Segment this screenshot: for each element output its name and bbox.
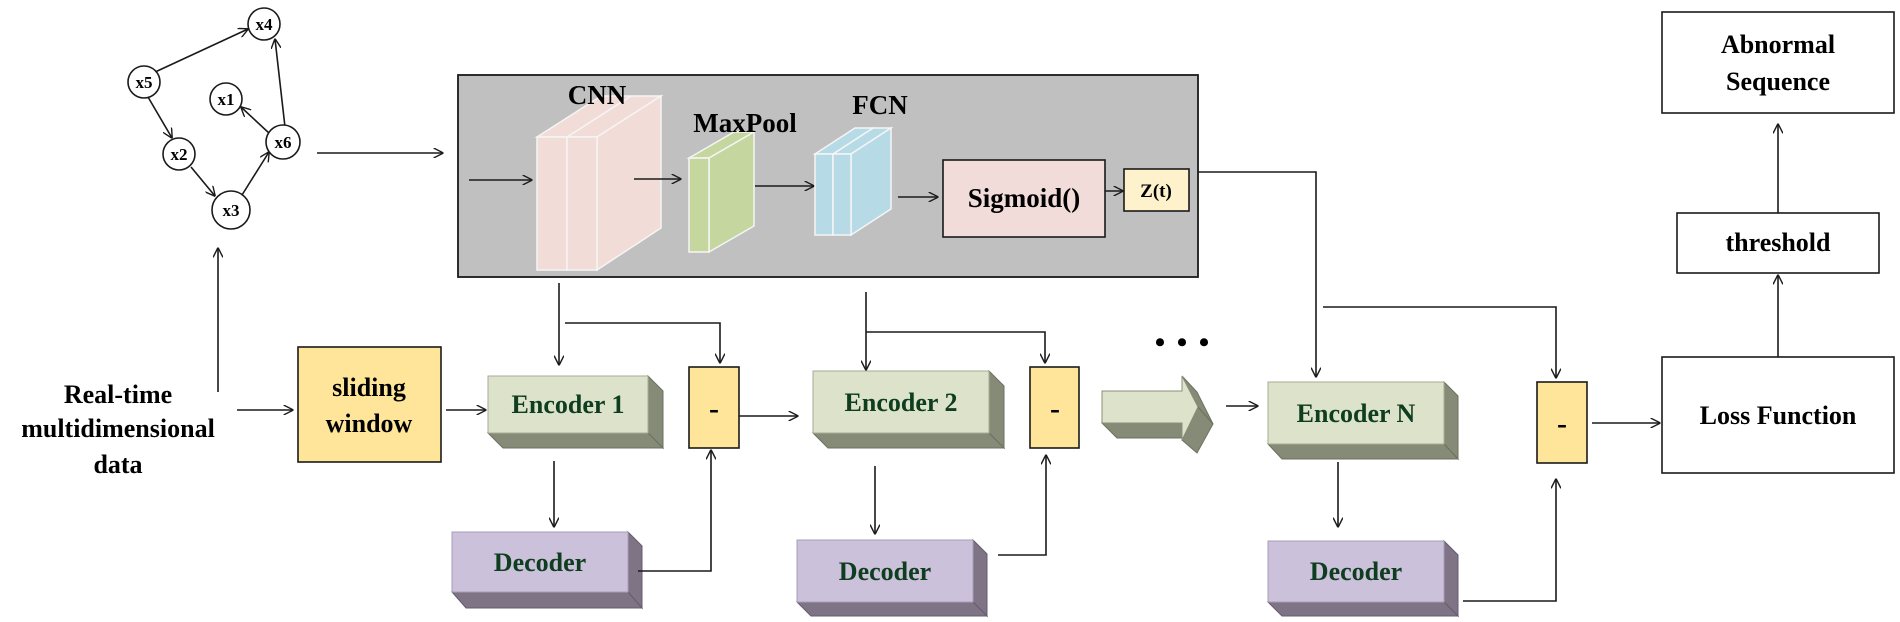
sliding-window-line2: window bbox=[326, 409, 413, 438]
node-label: x4 bbox=[256, 15, 274, 34]
graph-node-x6: x6 bbox=[265, 124, 301, 160]
fcn-label: FCN bbox=[852, 90, 908, 120]
encoder-n-label: Encoder N bbox=[1297, 399, 1416, 428]
z-output-block: Z(t) bbox=[1123, 168, 1190, 212]
diff-2-label: - bbox=[1050, 392, 1060, 425]
graph-node-x5: x5 bbox=[127, 65, 161, 99]
node-label: x6 bbox=[275, 133, 292, 152]
input-label-line3: data bbox=[93, 450, 142, 479]
node-label: x5 bbox=[136, 73, 153, 92]
abnormal-sequence-line1: Abnormal bbox=[1721, 30, 1835, 59]
edge-x5-x4 bbox=[152, 29, 248, 74]
edge-x6-x4 bbox=[275, 39, 286, 128]
arrow-decoder2-to-diff2 bbox=[998, 455, 1046, 556]
ellipsis: • • • bbox=[1155, 326, 1212, 359]
arrow-z-to-encoderN bbox=[1198, 171, 1316, 377]
node-label: x3 bbox=[223, 201, 240, 220]
decoder-1: Decoder bbox=[450, 530, 644, 610]
abnormal-sequence-line2: Sequence bbox=[1726, 67, 1830, 96]
arrow-decoderN-to-diffN bbox=[1463, 479, 1556, 602]
loss-function-block: Loss Function bbox=[1661, 356, 1895, 474]
edge-x2-x3 bbox=[190, 166, 215, 196]
input-label-line1: Real-time bbox=[64, 380, 172, 409]
edge-x6-x1 bbox=[241, 107, 271, 135]
graph-node-x4: x4 bbox=[247, 7, 281, 41]
loss-function-label: Loss Function bbox=[1700, 401, 1857, 430]
graph-node-x3: x3 bbox=[211, 190, 251, 230]
decoder-n-label: Decoder bbox=[1310, 557, 1402, 586]
fcn-layer: FCN bbox=[812, 90, 908, 237]
encoder-2-label: Encoder 2 bbox=[845, 388, 958, 417]
decoder-1-label: Decoder bbox=[494, 548, 586, 577]
sigmoid-block: Sigmoid() bbox=[942, 159, 1106, 238]
encoder-1-label: Encoder 1 bbox=[512, 390, 625, 419]
diff-1: - bbox=[688, 366, 740, 449]
edge-x5-x2 bbox=[147, 96, 172, 138]
input-label-line2: multidimensional bbox=[21, 414, 215, 443]
encoder-1: Encoder 1 bbox=[486, 374, 665, 450]
edge-x3-x6 bbox=[241, 152, 269, 196]
sliding-window-block: sliding window bbox=[297, 346, 442, 463]
diff-2: - bbox=[1029, 366, 1080, 449]
z-label: Z(t) bbox=[1140, 181, 1172, 202]
threshold-block: threshold bbox=[1676, 212, 1880, 274]
diff-n: - bbox=[1536, 381, 1588, 464]
encoder-n: Encoder N bbox=[1266, 380, 1460, 461]
arrow-decoder1-to-diff1 bbox=[638, 450, 711, 572]
node-label: x1 bbox=[218, 90, 235, 109]
continuation-arrow bbox=[1100, 375, 1214, 454]
node-label: x2 bbox=[171, 145, 188, 164]
decoder-n: Decoder bbox=[1266, 539, 1460, 618]
cnn-label: CNN bbox=[568, 80, 627, 110]
maxpool-label: MaxPool bbox=[693, 108, 797, 138]
decoder-2-label: Decoder bbox=[839, 557, 931, 586]
arrow-panel-to-diff1 bbox=[565, 322, 720, 363]
feature-extractor-panel: CNN MaxPool FCN Sigmoid() bbox=[457, 74, 1199, 278]
decoder-2: Decoder bbox=[795, 538, 989, 618]
graph-node-x2: x2 bbox=[162, 137, 196, 171]
diff-1-label: - bbox=[709, 392, 719, 425]
sigmoid-label: Sigmoid() bbox=[968, 183, 1081, 213]
cnn-layer: CNN bbox=[534, 80, 664, 272]
arrow-panel-to-diff2 bbox=[866, 331, 1045, 363]
encoder-2: Encoder 2 bbox=[811, 369, 1006, 450]
graph-node-x1: x1 bbox=[209, 82, 243, 116]
input-label: Real-time multidimensional data bbox=[21, 380, 215, 479]
abnormal-sequence-block: Abnormal Sequence bbox=[1661, 11, 1895, 114]
threshold-label: threshold bbox=[1726, 228, 1832, 257]
variable-graph: x4 x5 x1 x6 x2 x3 bbox=[127, 7, 301, 230]
arrow-z-to-diffN bbox=[1323, 306, 1556, 378]
diff-n-label: - bbox=[1557, 407, 1567, 440]
sliding-window-line1: sliding bbox=[332, 373, 406, 402]
maxpool-layer: MaxPool bbox=[686, 108, 797, 254]
